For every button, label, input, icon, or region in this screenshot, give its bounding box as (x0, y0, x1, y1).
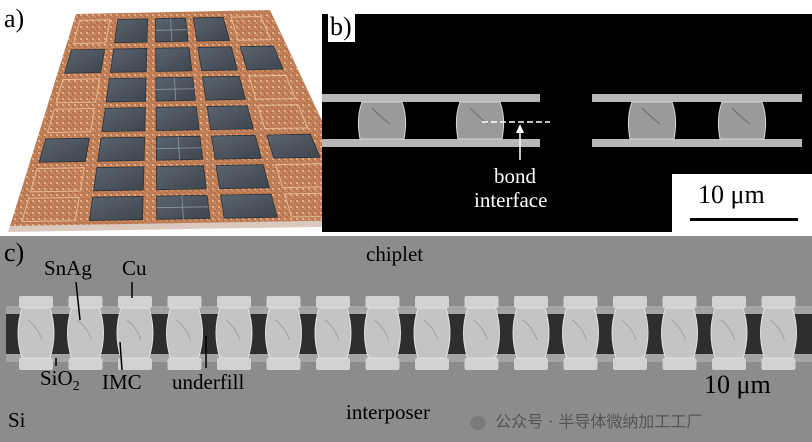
die (230, 16, 272, 41)
die (46, 108, 96, 134)
die (274, 163, 322, 189)
micro-bump (166, 296, 203, 370)
micro-bump (364, 296, 401, 370)
micro-bump (215, 296, 253, 370)
die (105, 77, 147, 103)
top-oxide (6, 306, 812, 314)
panel-c: c) chiplet SnAg Cu SiO2 IMC underfill Si… (0, 236, 812, 442)
sem-image-b (322, 94, 802, 160)
die (215, 164, 270, 190)
die (192, 16, 230, 42)
micro-bump (760, 296, 797, 370)
micro-bump (661, 296, 698, 370)
bump-pillar (322, 94, 442, 147)
snag-label: SnAg (44, 256, 92, 280)
micro-bump (611, 296, 649, 370)
bump-pillar (420, 94, 540, 147)
die (93, 166, 145, 192)
die (97, 136, 146, 162)
die (155, 47, 193, 72)
micro-bump (710, 296, 748, 370)
die (64, 48, 106, 74)
wechat-icon (470, 415, 486, 430)
die (283, 192, 322, 218)
die (29, 167, 85, 193)
bump-pillar (682, 94, 802, 147)
bond-label: bond (494, 164, 536, 188)
micro-bump (512, 296, 550, 370)
underfill-label: underfill (172, 370, 245, 394)
scale-text-b: 10 μm (698, 180, 765, 209)
scale-line-b (690, 218, 798, 221)
die (266, 133, 321, 159)
die (206, 105, 254, 131)
micro-bump (314, 296, 352, 370)
die (72, 19, 111, 45)
die (248, 74, 297, 100)
micro-bump (463, 296, 500, 370)
imc-label: IMC (102, 370, 142, 394)
scale-text-c: 10 μm (704, 370, 771, 399)
die (21, 196, 80, 223)
die (197, 46, 238, 72)
bond-arrowhead (516, 124, 524, 133)
die-grid-line (170, 18, 173, 42)
die-grid-line (177, 136, 180, 160)
scale-bar-b: 10 μm (672, 174, 812, 232)
watermark: 公众号 · 半导体微纳加工工厂 (470, 408, 702, 432)
die (38, 137, 90, 163)
scale-bar-c: 10 μm (684, 366, 812, 402)
bump-pillar (592, 94, 712, 147)
die (101, 107, 146, 133)
imc-leader (119, 341, 123, 371)
die (257, 104, 309, 130)
die-grid-line (173, 77, 177, 101)
interposer-label: interposer (346, 400, 430, 424)
die (55, 78, 101, 104)
panel-c-label: c) (4, 238, 25, 267)
si-label: Si (8, 408, 26, 432)
micro-bump (116, 296, 154, 370)
snag-leader (75, 281, 81, 321)
die (220, 193, 278, 219)
die-grid-line (181, 195, 184, 219)
panel-a-label: a) (4, 4, 25, 33)
interface-label: interface (474, 188, 548, 212)
die (88, 195, 144, 221)
die (156, 165, 207, 191)
die (109, 48, 148, 73)
micro-bump (413, 296, 451, 370)
bottom-oxide (6, 354, 812, 362)
chiplet-label: chiplet (366, 242, 424, 266)
micro-bump (562, 296, 599, 370)
panel-a: a) (0, 0, 322, 232)
micro-bump (67, 296, 104, 370)
die (201, 75, 246, 101)
sio2-label: SiO2 (40, 366, 80, 395)
cu-label: Cu (122, 256, 147, 280)
panel-b: b) bond interface 10 μm (322, 14, 812, 232)
micro-bump (265, 296, 302, 370)
die (155, 106, 200, 132)
panel-b-label: b) (328, 14, 355, 42)
die (211, 134, 262, 160)
sem-image-c (6, 281, 812, 371)
micro-bump (17, 296, 55, 370)
die-array (21, 16, 322, 223)
die (239, 45, 284, 71)
die (114, 18, 149, 44)
wafer-photo (0, 0, 322, 232)
